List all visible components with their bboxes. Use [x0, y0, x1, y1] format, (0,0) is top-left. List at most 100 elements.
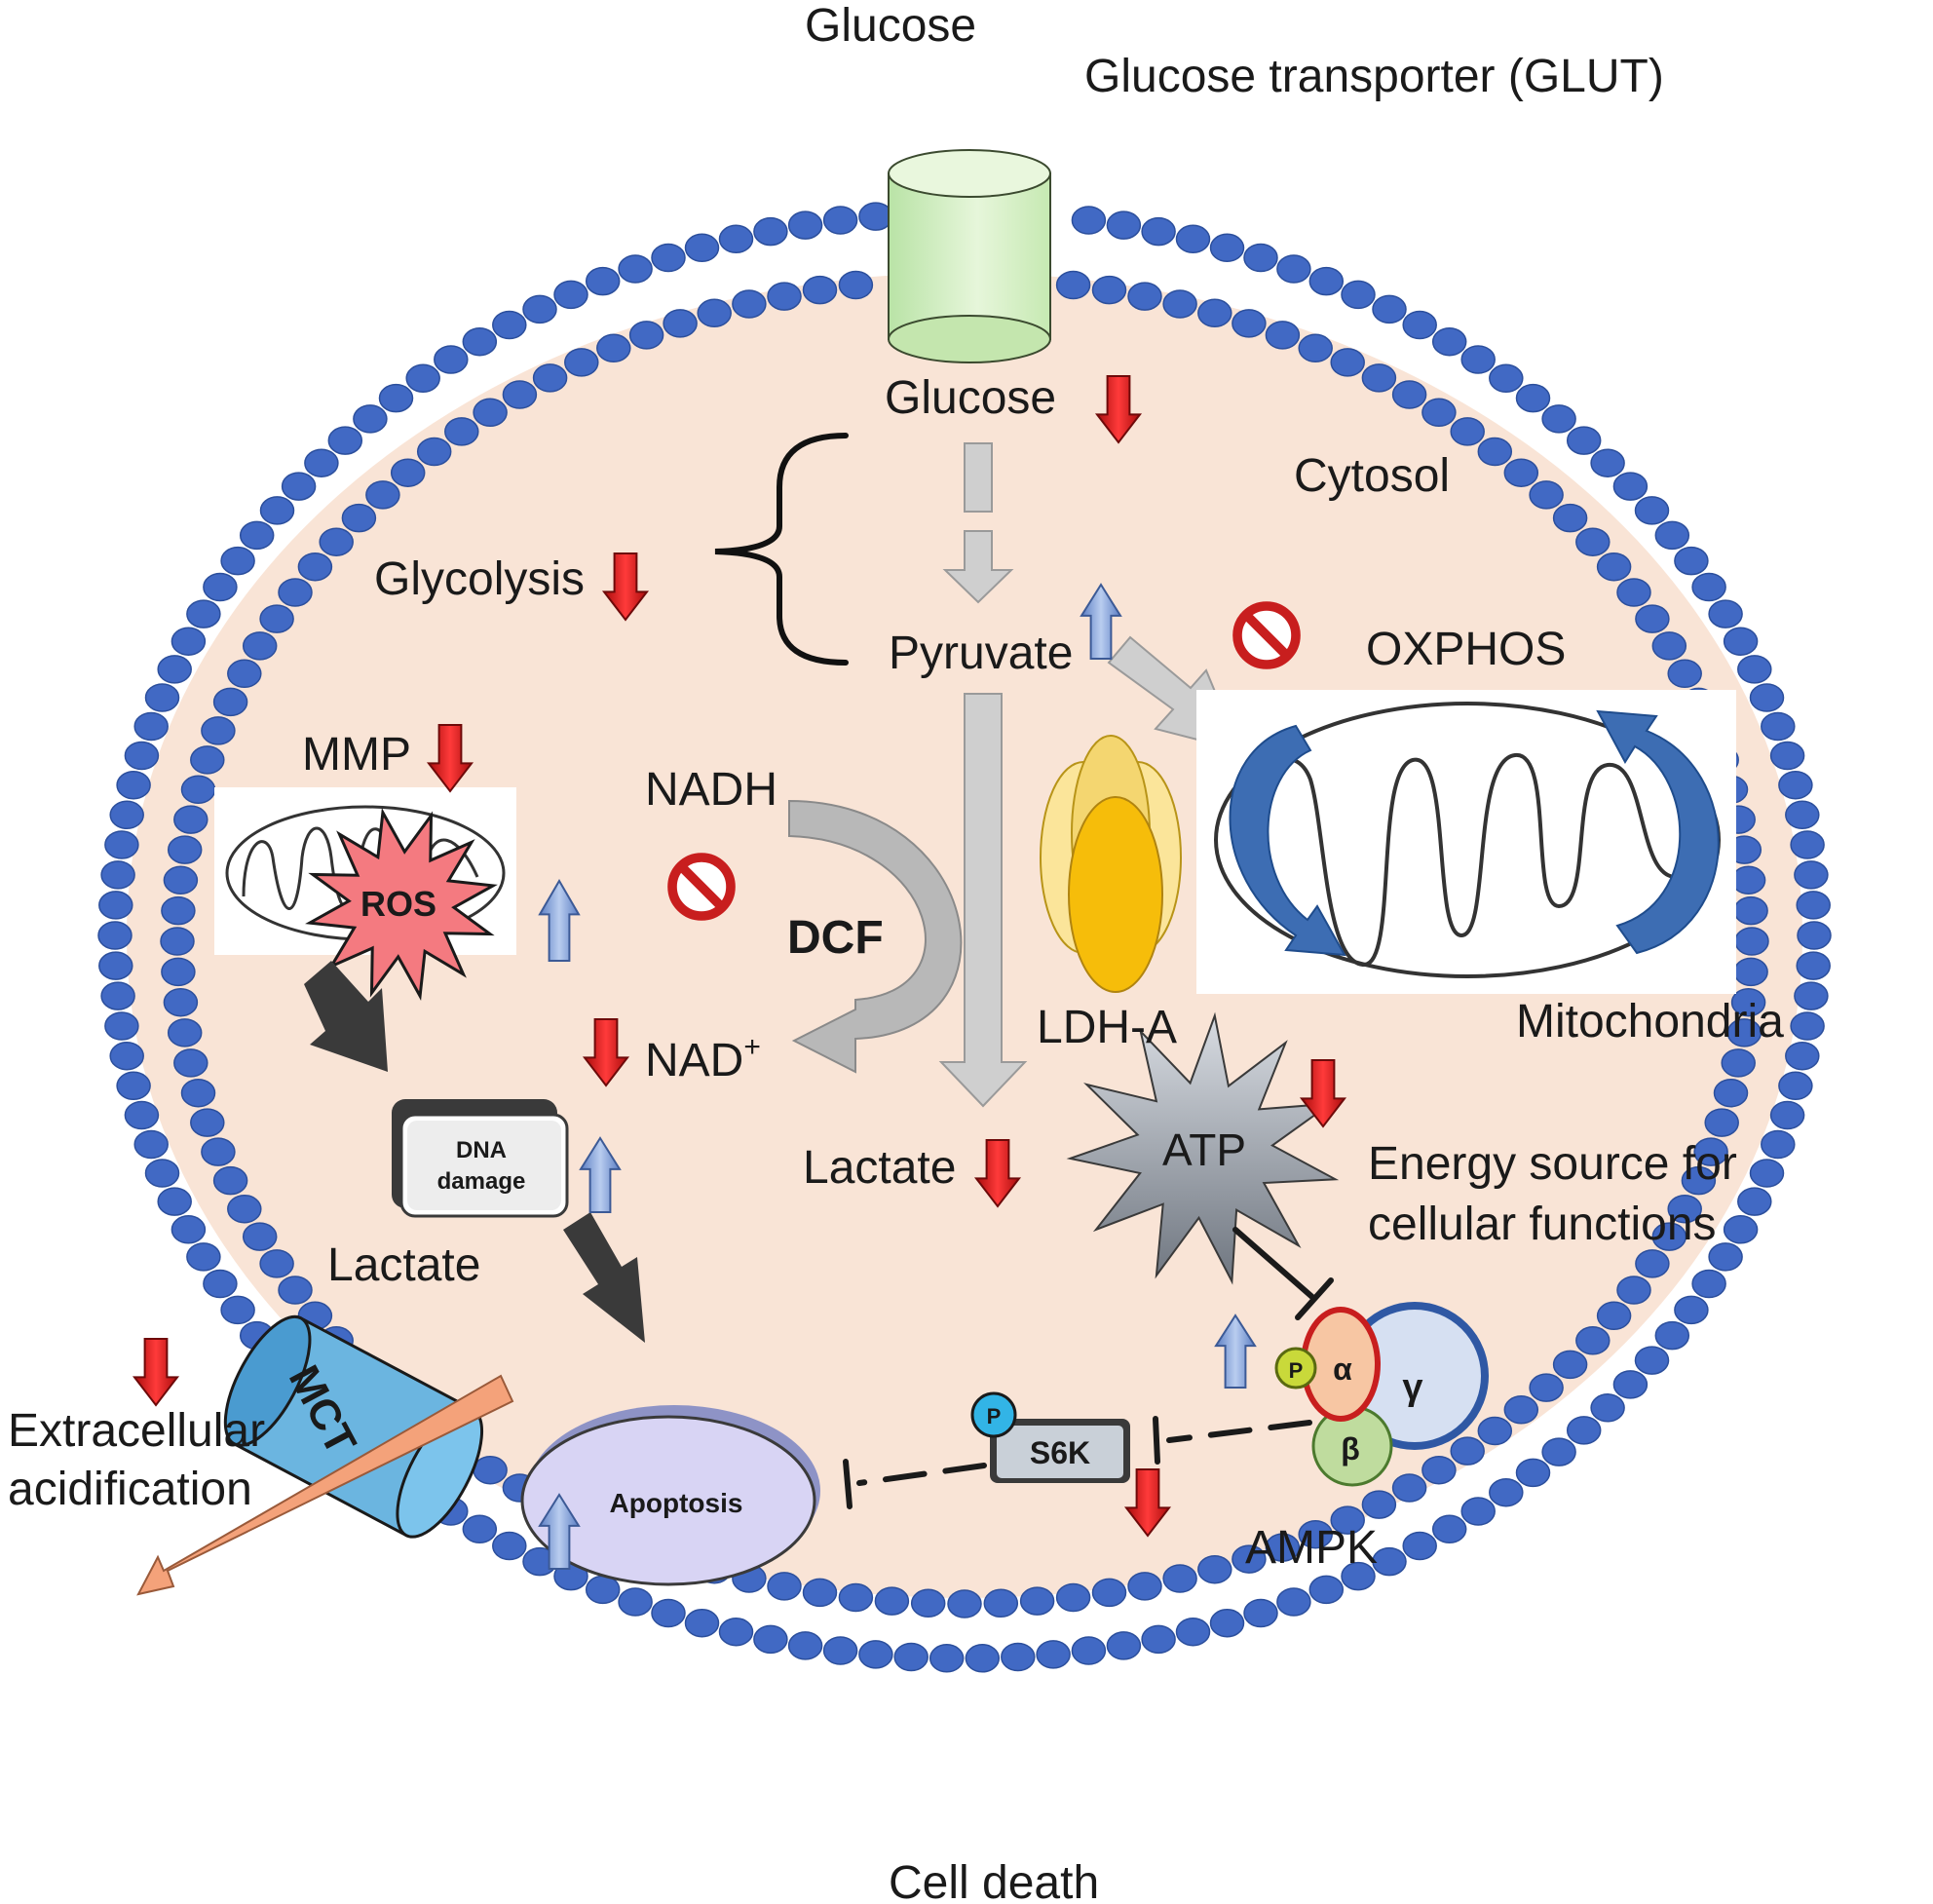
membrane-bead: [1106, 1631, 1142, 1660]
membrane-bead: [822, 206, 858, 235]
s6k-label: S6K: [1030, 1435, 1090, 1470]
membrane-bead: [1391, 380, 1427, 409]
membrane-bead: [473, 1455, 508, 1485]
membrane-bead: [1713, 1078, 1749, 1108]
membrane-bead: [109, 800, 144, 830]
membrane-bead: [212, 687, 248, 717]
membrane-bead: [98, 891, 133, 920]
membrane-bead: [1691, 572, 1726, 602]
membrane-bead: [405, 363, 440, 394]
membrane-bead: [663, 309, 698, 338]
membrane-bead: [1552, 503, 1588, 533]
membrane-bead: [365, 480, 400, 510]
apoptosis-label: Apoptosis: [610, 1488, 743, 1518]
membrane-bead: [1616, 578, 1651, 607]
membrane-bead: [753, 216, 788, 247]
membrane-bead: [1431, 1514, 1467, 1544]
membrane-bead: [1141, 216, 1176, 247]
membrane-bead: [378, 383, 414, 413]
membrane-bead: [585, 1575, 621, 1605]
down-arrow-icon: [973, 1139, 1022, 1208]
membrane-bead: [278, 578, 313, 607]
membrane-bead: [104, 1011, 139, 1041]
membrane-bead: [767, 1572, 802, 1601]
membrane-bead: [1450, 1436, 1485, 1466]
membrane-bead: [1797, 921, 1832, 950]
membrane-bead: [1590, 448, 1625, 477]
membrane-bead: [180, 1078, 216, 1108]
membrane-bead: [124, 1100, 160, 1130]
membrane-bead: [1372, 1546, 1407, 1577]
cytosol-label: Cytosol: [1294, 450, 1450, 502]
down-arrow-icon: [1123, 1468, 1172, 1538]
up-arrow-icon: [1214, 1314, 1257, 1389]
membrane-bead: [1726, 1018, 1762, 1047]
membrane-bead: [163, 987, 199, 1017]
no-entry-icon: [1232, 601, 1301, 669]
membrane-bead: [1730, 987, 1766, 1017]
membrane-bead: [1654, 1320, 1690, 1351]
membrane-bead: [1708, 599, 1743, 628]
membrane-bead: [327, 426, 363, 455]
membrane-bead: [1654, 520, 1690, 551]
membrane-bead: [1341, 1561, 1376, 1591]
glucose-outside-label: Glucose: [805, 0, 976, 52]
membrane-bead: [220, 1295, 255, 1325]
membrane-bead: [564, 348, 599, 377]
membrane-bead: [1616, 1276, 1651, 1305]
membrane-bead: [157, 655, 192, 684]
membrane-bead: [1421, 398, 1457, 428]
membrane-bead: [983, 1588, 1019, 1618]
membrane-bead: [965, 1644, 1001, 1673]
membrane-bead: [190, 1108, 225, 1137]
ampk-p-label: P: [1289, 1358, 1304, 1383]
alpha-label: α: [1333, 1352, 1352, 1387]
membrane-bead: [227, 659, 262, 689]
down-arrow-icon: [1094, 375, 1143, 444]
membrane-bead: [1298, 333, 1333, 363]
ros-burst-icon: [305, 808, 498, 1001]
membrane-bead: [753, 1624, 788, 1655]
membrane-bead: [173, 805, 208, 834]
mct-transporter-icon: [223, 1314, 484, 1539]
membrane-bead: [1162, 289, 1197, 319]
membrane-bead: [278, 1276, 313, 1305]
ros-label: ROS: [360, 884, 436, 924]
glut-transporter-icon: [888, 149, 1051, 363]
membrane-bead: [220, 546, 255, 576]
membrane-bead: [1055, 270, 1091, 300]
membrane-bead: [1431, 326, 1467, 357]
extracellular-label-line1: Extracellular: [8, 1405, 265, 1457]
membrane-bead: [1276, 1587, 1311, 1617]
ldha-enzyme-icon: [1040, 735, 1182, 993]
gamma-label: γ: [1402, 1367, 1422, 1408]
ampk-complex-icon: [1274, 1302, 1489, 1487]
membrane-bead: [1341, 280, 1376, 310]
membrane-bead: [1749, 683, 1785, 712]
membrane-bead: [1071, 1636, 1107, 1665]
membrane-bead: [838, 1582, 874, 1613]
membrane-bead: [1019, 1586, 1055, 1616]
down-arrow-icon: [582, 1018, 630, 1087]
membrane-bead: [684, 233, 720, 263]
membrane-bead: [628, 321, 664, 350]
membrane-bead: [1232, 309, 1267, 338]
membrane-bead: [618, 254, 653, 284]
membrane-bead: [1197, 1554, 1232, 1584]
membrane-bead: [203, 1269, 238, 1299]
dna-damage-box: [392, 1099, 569, 1218]
membrane-bead: [319, 527, 354, 556]
membrane-bead: [242, 1222, 278, 1251]
membrane-bead: [1566, 1416, 1602, 1445]
membrane-bead: [1541, 404, 1576, 434]
ldha-label: LDH-A: [1037, 1002, 1177, 1053]
membrane-bead: [1596, 552, 1632, 582]
membrane-bead: [1515, 1458, 1551, 1488]
membrane-bead: [1503, 1395, 1539, 1425]
membrane-bead: [1330, 1505, 1365, 1535]
membrane-bead: [1001, 1642, 1036, 1672]
membrane-bead: [1541, 1437, 1576, 1466]
s6k-inhibits-apoptosis: [843, 1459, 987, 1509]
membrane-bead: [1460, 1497, 1496, 1526]
membrane-bead: [787, 1631, 823, 1660]
